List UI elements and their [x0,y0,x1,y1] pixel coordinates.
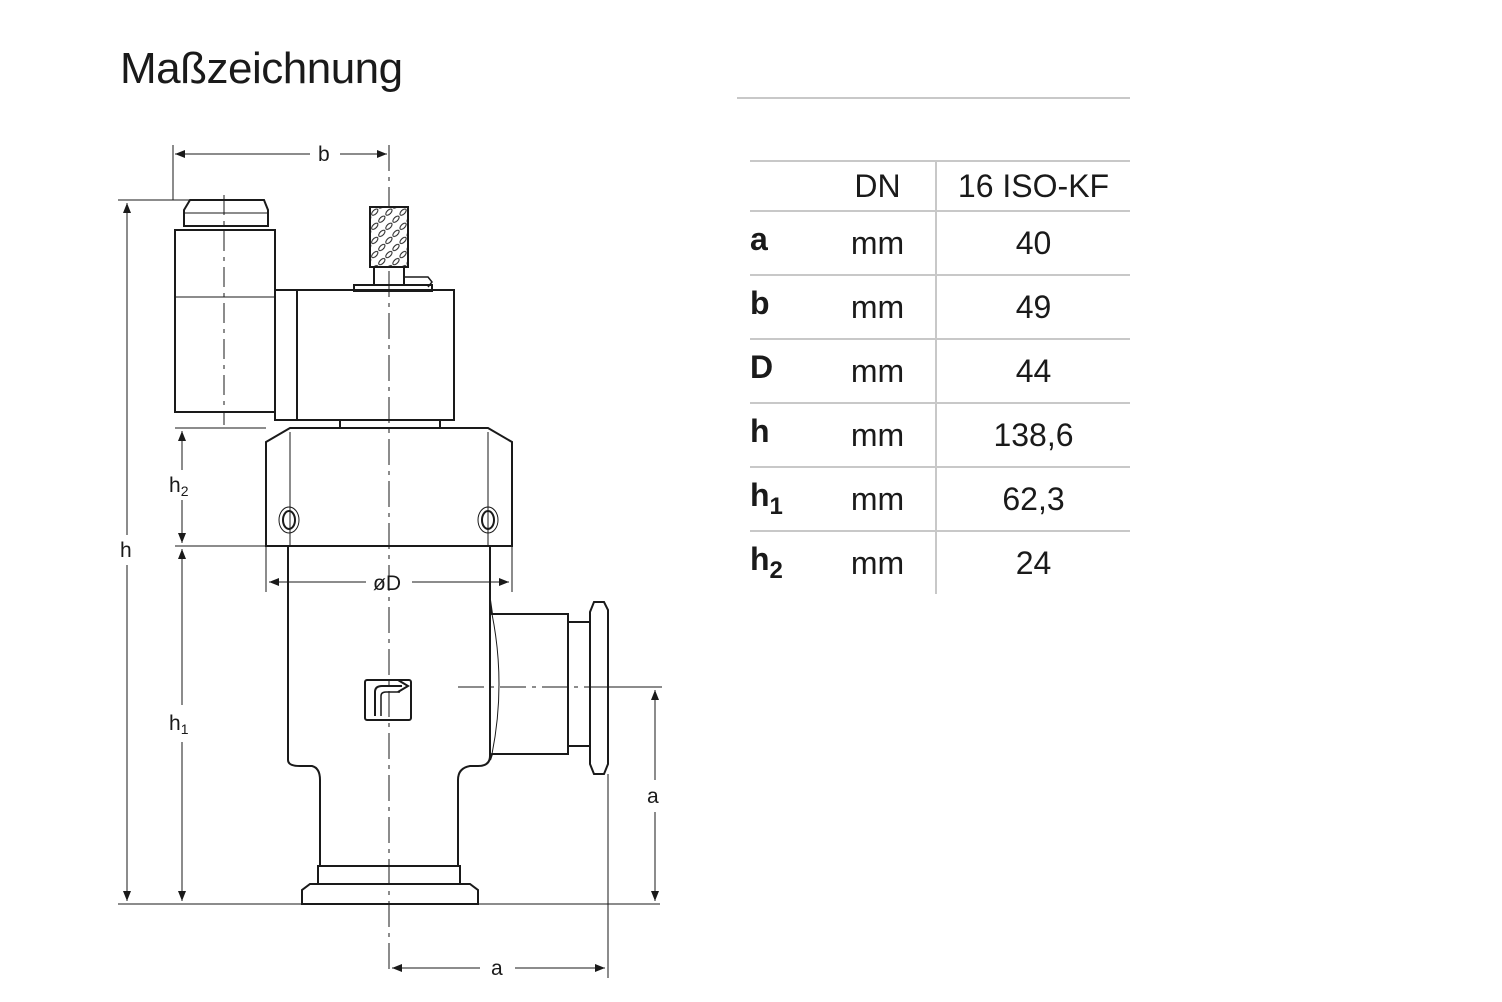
table-row: b mm 49 [750,275,1130,340]
screw-right [481,510,495,530]
header-rule [737,97,1130,99]
coil-nut [183,199,269,227]
row-unit: mm [820,339,937,404]
actuator-side-plate [274,289,298,421]
table-row: a mm 40 [750,211,1130,276]
header-dn: DN [820,160,937,212]
row-value: 138,6 [936,403,1130,468]
side-flange [589,601,609,775]
row-value: 62,3 [936,467,1130,532]
table-row: h1 mm 62,3 [750,467,1130,532]
knurled-knob [369,206,409,268]
table-header-row: DN 16 ISO-KF [750,160,1130,212]
actuator-housing [296,289,455,421]
valve-dimension-drawing: b h h2 h1 øD a a [118,143,662,980]
header-symbol [750,160,820,212]
row-symbol: b [750,275,820,340]
row-symbol: D [750,339,820,404]
row-unit: mm [820,275,937,340]
coil-body [174,229,276,413]
table-row: D mm 44 [750,339,1130,404]
page-title: Maßzeichnung [120,44,403,93]
screw-left [282,510,296,530]
row-value: 40 [936,211,1130,276]
row-symbol: h2 [750,541,783,584]
row-unit: mm [820,403,937,468]
label-h: h [120,539,132,562]
row-value: 44 [936,339,1130,404]
row-symbol: a [750,211,820,276]
row-unit: mm [820,531,937,594]
dimension-table: DN 16 ISO-KF a mm 40 b mm 49 D mm 44 h m… [750,160,1130,594]
side-port [489,599,569,761]
label-b: b [318,143,330,166]
row-value: 49 [936,275,1130,340]
label-h2: h2 [169,474,189,499]
label-h1: h1 [169,712,189,737]
table-row: h mm 138,6 [750,403,1130,468]
bottom-flange [301,883,479,905]
row-symbol: h [750,403,820,468]
flow-symbol [364,679,412,721]
row-unit: mm [820,211,937,276]
label-a-vertical: a [647,785,659,808]
header-size: 16 ISO-KF [936,160,1130,212]
label-oD: øD [373,572,401,595]
row-value: 24 [1015,544,1052,581]
side-flange-collar [567,621,591,747]
row-unit: mm [820,467,937,532]
table-row: h2 mm 24 [750,531,1130,594]
label-a-horizontal: a [491,957,503,980]
row-symbol: h1 [750,467,820,532]
